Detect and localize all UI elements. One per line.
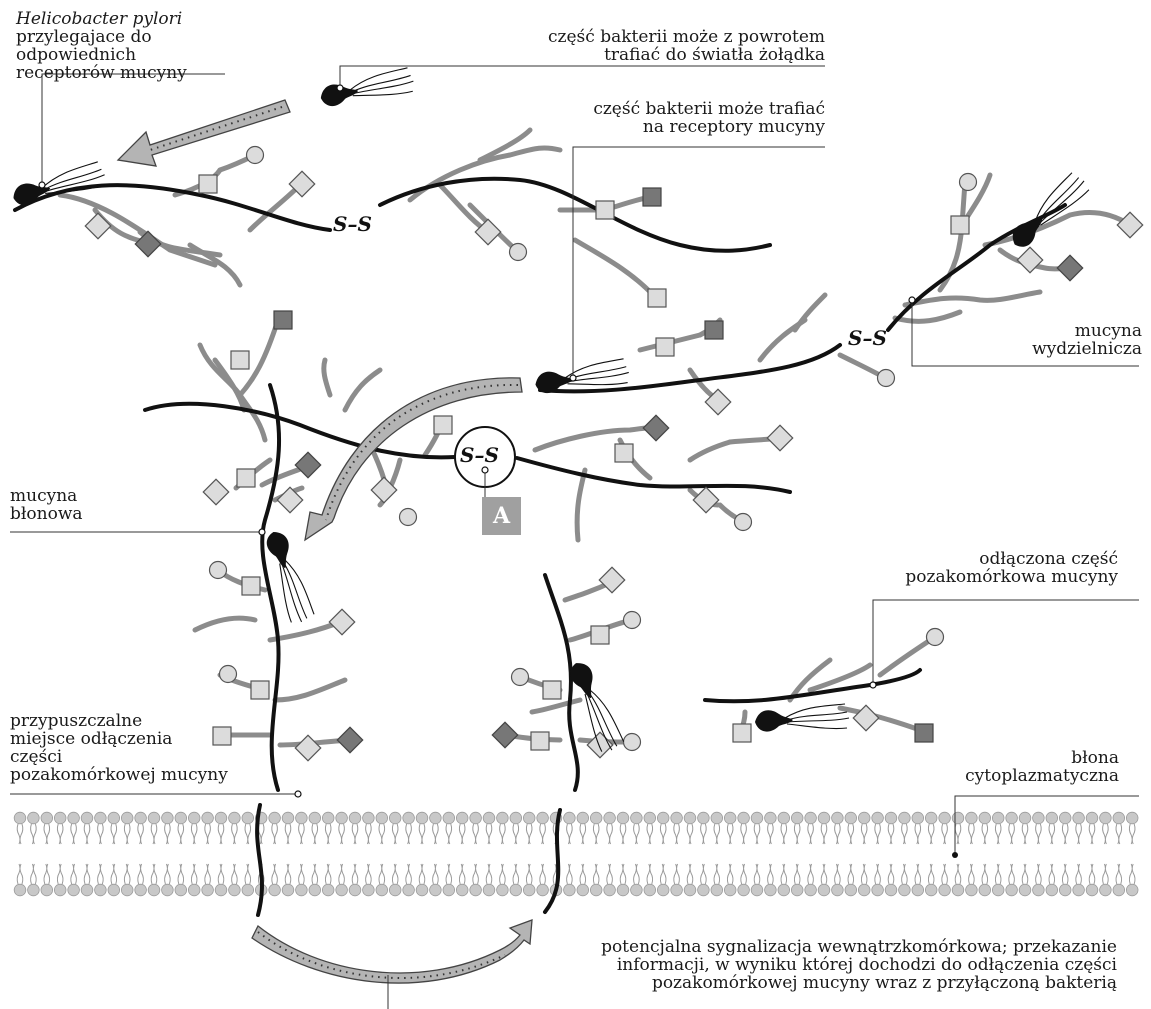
disulfide-bond-top: S–S [333, 212, 372, 236]
label-return-line-2: trafiać do światła żołądka [548, 46, 825, 64]
label-helicobacter-species: Helicobacter pylori [16, 10, 187, 28]
badge-a: A [482, 497, 521, 535]
label-signaling-line-1: potencjalna sygnalizacja wewnątrzkomórko… [601, 938, 1117, 956]
label-sites-line-3: części [10, 748, 228, 766]
label-cytoplasmic-line-1: błona [965, 749, 1119, 767]
label-sites-line-4: pozakomórkowej mucyny [10, 766, 228, 784]
label-return-to-lumen: część bakterii może z powrotem trafiać d… [548, 28, 825, 64]
leader-lines [10, 66, 1139, 1009]
label-cytoplasmic-line-2: cytoplazmatyczna [965, 767, 1119, 785]
label-membrane-mucin: mucyna błonowa [10, 487, 83, 523]
label-signaling: potencjalna sygnalizacja wewnątrzkomórko… [601, 938, 1117, 992]
disulfide-bond-center: S–S [460, 443, 499, 467]
label-cytoplasmic-membrane: błona cytoplazmatyczna [965, 749, 1119, 785]
label-helicobacter-line-2: odpowiednich [16, 46, 187, 64]
mucin-backbones [15, 179, 1065, 915]
label-sites-line-2: miejsce odłączenia [10, 730, 228, 748]
label-secretory-line-2: wydzielnicza [1032, 340, 1142, 358]
label-signaling-line-2: informacji, w wyniku której dochodzi do … [601, 956, 1117, 974]
label-return-line-1: część bakterii może z powrotem [548, 28, 825, 46]
label-receptors-line-1: część bakterii może trafiać [593, 100, 825, 118]
label-signaling-line-3: pozakomórkowej mucyny wraz z przyłączoną… [601, 974, 1117, 992]
cytoplasmic-membrane [14, 812, 1138, 896]
label-detached-line-1: odłączona część [905, 550, 1118, 568]
label-secretory-mucin: mucyna wydzielnicza [1032, 322, 1142, 358]
label-membrane-mucin-line-1: mucyna [10, 487, 83, 505]
label-helicobacter-line-1: przylegajace do [16, 28, 187, 46]
disulfide-bond-right: S–S [848, 326, 887, 350]
label-helicobacter: Helicobacter pylori przylegajace do odpo… [16, 10, 187, 82]
helicobacter-bacteria [10, 67, 1093, 755]
label-cleavage-sites: przypuszczalne miejsce odłączenia części… [10, 712, 228, 784]
label-secretory-line-1: mucyna [1032, 322, 1142, 340]
label-sites-line-1: przypuszczalne [10, 712, 228, 730]
arrow-to-receptors [118, 100, 290, 166]
sugar-residues [85, 147, 1142, 761]
label-detached-part: odłączona część pozakomórkowa mucyny [905, 550, 1118, 586]
label-helicobacter-line-3: receptorów mucyny [16, 64, 187, 82]
label-to-receptors: część bakterii może trafiać na receptory… [593, 100, 825, 136]
flow-arrows [118, 100, 532, 983]
label-receptors-line-2: na receptory mucyny [593, 118, 825, 136]
arrow-signaling [252, 920, 532, 983]
label-detached-line-2: pozakomórkowa mucyny [905, 568, 1118, 586]
label-membrane-mucin-line-2: błonowa [10, 505, 83, 523]
membrane-pointer-dot [952, 852, 958, 858]
